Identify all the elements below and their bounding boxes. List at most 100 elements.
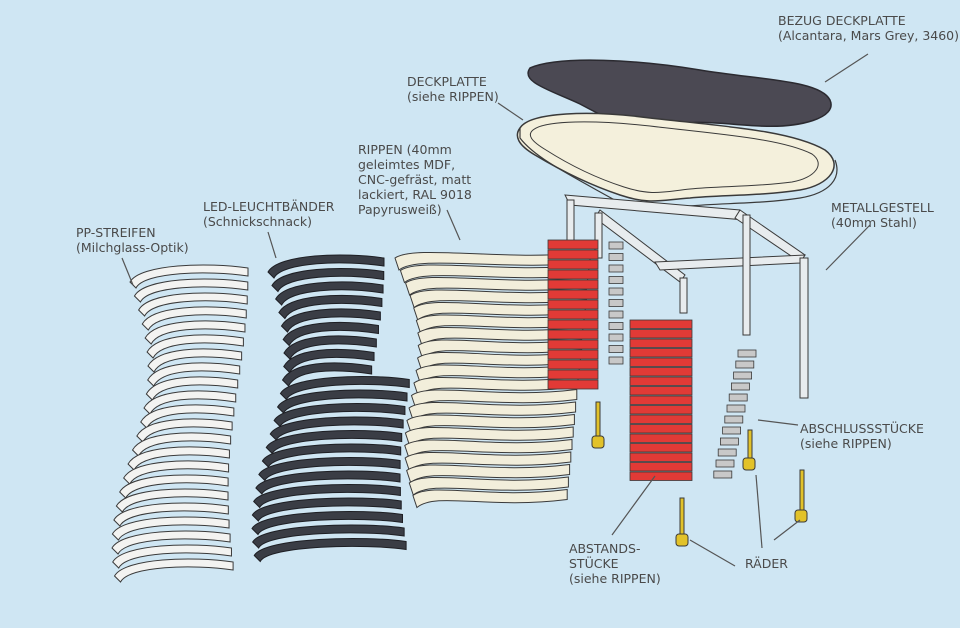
- pp-strip: [119, 474, 229, 499]
- spacer: [547, 309, 599, 320]
- end-piece: [608, 333, 624, 342]
- label-led-strips: LED-LEUCHTBÄNDER (Schnickschnack): [203, 199, 335, 229]
- wheel: [675, 497, 689, 547]
- pp-strip: [133, 278, 249, 303]
- led-strip: [283, 335, 377, 360]
- leader-lines: [121, 53, 871, 567]
- pp-strip: [147, 362, 241, 387]
- end-pieces: [608, 241, 757, 479]
- rib: [408, 476, 569, 496]
- spacer: [629, 319, 693, 329]
- spacer: [629, 471, 693, 481]
- led-strip: [253, 537, 407, 563]
- spacer: [547, 329, 599, 340]
- end-piece: [726, 404, 746, 413]
- spacer: [629, 376, 693, 386]
- wheel: [794, 469, 808, 523]
- spacer: [547, 269, 599, 280]
- spacer: [629, 386, 693, 396]
- end-piece: [717, 448, 737, 457]
- spacer: [547, 359, 599, 370]
- pp-strip: [143, 390, 237, 415]
- spacer: [547, 279, 599, 290]
- pp-strip: [136, 418, 233, 443]
- spacer: [547, 239, 599, 250]
- led-strips: [251, 254, 410, 563]
- end-piece: [608, 356, 624, 365]
- spacer: [547, 369, 599, 380]
- spacer: [629, 357, 693, 367]
- spacer: [629, 367, 693, 377]
- pp-strip: [111, 516, 230, 541]
- led-strip: [279, 375, 410, 401]
- end-piece: [608, 253, 624, 261]
- led-strip: [252, 524, 405, 549]
- end-piece: [722, 426, 741, 435]
- pp-strip: [113, 558, 234, 583]
- label-cover-plate: BEZUG DECKPLATTE (Alcantara, Mars Grey, …: [778, 13, 960, 43]
- pp-strip: [140, 404, 235, 429]
- end-piece: [720, 437, 739, 446]
- pp-strip: [146, 334, 244, 359]
- led-strip: [267, 254, 385, 279]
- pp-strip: [145, 376, 239, 401]
- pp-strip: [123, 460, 230, 485]
- label-top-plate: DECKPLATTE (siehe RIPPEN): [407, 74, 499, 104]
- label-metal-frame: METALLGESTELL (40mm Stahl): [831, 200, 934, 230]
- spacer: [547, 379, 599, 390]
- rib: [406, 413, 575, 434]
- rib: [412, 488, 568, 509]
- top-plate: [516, 112, 838, 210]
- end-piece: [737, 349, 757, 358]
- label-end-pieces: ABSCHLUSSSTÜCKE (siehe RIPPEN): [800, 421, 924, 451]
- wheel: [591, 401, 605, 449]
- wheels: [591, 401, 808, 547]
- spacer: [547, 299, 599, 310]
- spacer: [629, 443, 693, 453]
- spacer: [629, 424, 693, 434]
- cover-plate: [527, 59, 832, 131]
- rib: [408, 401, 577, 421]
- end-piece: [731, 382, 750, 391]
- spacer: [547, 289, 599, 300]
- led-strip: [258, 456, 401, 482]
- led-strip: [265, 429, 403, 455]
- pp-strip: [144, 320, 246, 345]
- end-piece: [608, 276, 624, 284]
- led-strip: [261, 443, 402, 468]
- rib: [404, 426, 574, 446]
- end-piece: [608, 264, 624, 273]
- pp-strip: [129, 264, 249, 289]
- spacer: [629, 462, 693, 472]
- end-piece: [608, 241, 624, 250]
- led-strip: [273, 402, 406, 428]
- end-piece: [715, 459, 735, 468]
- metal-frame: [564, 194, 809, 399]
- spacer: [629, 329, 693, 339]
- rib: [404, 438, 573, 459]
- spacer: [629, 338, 693, 348]
- end-piece: [608, 310, 624, 319]
- spacers: [547, 239, 693, 481]
- end-piece: [608, 345, 624, 353]
- led-strip: [255, 470, 401, 495]
- end-piece: [735, 360, 755, 369]
- pp-strip: [147, 348, 243, 373]
- label-pp-strips: PP-STREIFEN (Milchglass-Optik): [76, 225, 189, 255]
- ribs: [394, 251, 591, 509]
- led-strip: [275, 281, 384, 306]
- led-strip: [280, 308, 381, 333]
- end-piece: [733, 371, 752, 380]
- led-strip: [271, 267, 385, 293]
- led-strip: [276, 389, 408, 414]
- pp-strip: [113, 502, 229, 527]
- pp-strips: [111, 264, 249, 583]
- end-piece: [724, 415, 744, 424]
- pp-strip: [127, 446, 230, 471]
- pp-strip: [111, 530, 231, 555]
- end-piece: [608, 287, 624, 296]
- spacer: [547, 259, 599, 270]
- pp-strip: [115, 488, 229, 513]
- led-strip: [278, 295, 383, 320]
